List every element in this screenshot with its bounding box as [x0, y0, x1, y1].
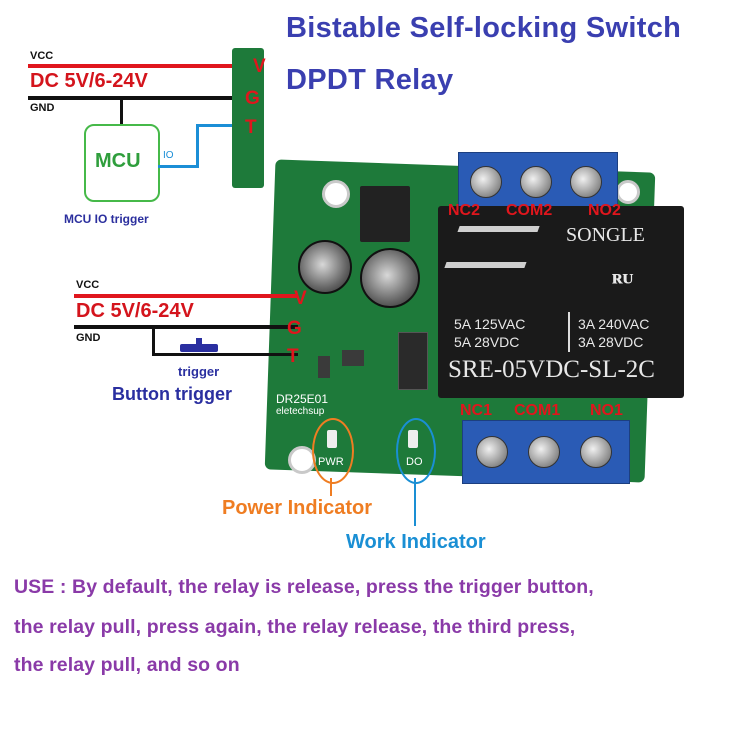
top-pin-g: G — [245, 88, 260, 109]
top-gnd-label: GND — [30, 102, 55, 114]
relay-body — [438, 206, 684, 398]
regulator-chip — [360, 186, 410, 242]
terminal-label-no2: NO2 — [588, 202, 621, 219]
bottom-vcc-wire — [74, 294, 298, 298]
smd-part — [318, 356, 330, 378]
top-dc-label: DC 5V/6-24V — [30, 70, 148, 92]
bottom-pin-g: G — [287, 318, 302, 339]
work-callout-line — [414, 478, 416, 526]
screw-terminal — [528, 436, 560, 468]
pwr-silk: PWR — [318, 456, 344, 468]
top-pin-v: V — [253, 56, 266, 77]
songle-logo — [444, 226, 540, 268]
mcu-gnd-wire — [120, 98, 123, 126]
mcu-box — [84, 124, 160, 202]
screw-terminal — [570, 166, 602, 198]
relay-spec-right-2: 3A 28VDC — [578, 334, 644, 350]
bottom-dc-label: DC 5V/6-24V — [76, 300, 194, 322]
board-model: DR25E01 — [276, 392, 329, 406]
button-wire-v — [152, 327, 155, 355]
terminal-label-nc2: NC2 — [448, 202, 481, 219]
pwr-led — [327, 430, 337, 448]
capacitor — [360, 248, 420, 308]
capacitor — [298, 240, 352, 294]
trigger-button-plunger — [196, 338, 202, 346]
screw-terminal — [580, 436, 612, 468]
relay-model: SRE-05VDC-SL-2C — [448, 356, 655, 383]
relay-spec-left-1: 5A 125VAC — [454, 316, 526, 332]
do-silk: DO — [406, 456, 423, 468]
io-label: IO — [163, 150, 174, 161]
top-vcc-wire — [28, 64, 250, 68]
bottom-vcc-label: VCC — [76, 279, 100, 291]
button-trigger-caption: Button trigger — [112, 384, 232, 404]
terminal-label-com1: COM1 — [514, 402, 561, 419]
power-callout-line — [330, 478, 332, 496]
title-line-1: Bistable Self-locking Switch — [286, 12, 682, 44]
bottom-gnd-label: GND — [76, 332, 101, 344]
work-indicator-label: Work Indicator — [346, 531, 486, 553]
mount-hole — [322, 180, 350, 208]
mcu-label: MCU — [95, 150, 141, 172]
mcu-caption: MCU IO trigger — [64, 212, 149, 226]
terminal-label-com2: COM2 — [506, 202, 553, 219]
mount-hole — [616, 180, 640, 204]
board-brand: eletechsup — [276, 406, 325, 417]
trigger-label: trigger — [178, 364, 220, 379]
bottom-pin-v: V — [294, 288, 307, 309]
usage-line-1: USE : By default, the relay is release, … — [14, 576, 594, 598]
top-gnd-wire — [28, 96, 250, 100]
do-led — [408, 430, 418, 448]
bottom-gnd-wire — [74, 325, 298, 329]
screw-terminal — [520, 166, 552, 198]
smd-part — [342, 350, 364, 366]
screw-terminal — [476, 436, 508, 468]
screw-terminal — [470, 166, 502, 198]
relay-spec-right-1: 3A 240VAC — [578, 316, 650, 332]
io-wire-h1 — [158, 165, 198, 168]
top-connector-board — [232, 48, 264, 188]
do-indicator-circle — [396, 418, 436, 484]
top-pin-t: T — [245, 117, 257, 138]
trigger-button-icon — [180, 344, 218, 352]
ul-mark-icon: ᴿᵁ — [612, 270, 634, 296]
io-wire-h2 — [196, 124, 250, 127]
relay-spec-divider — [568, 312, 570, 352]
top-vcc-label: VCC — [30, 50, 54, 62]
usage-line-2: the relay pull, press again, the relay r… — [14, 616, 576, 638]
terminal-label-no1: NO1 — [590, 402, 623, 419]
usage-line-3: the relay pull, and so on — [14, 654, 240, 676]
button-wire-h — [152, 353, 298, 356]
relay-brand: SONGLE — [566, 224, 645, 246]
pin-header — [398, 332, 428, 390]
relay-spec-left-2: 5A 28VDC — [454, 334, 520, 350]
terminal-label-nc1: NC1 — [460, 402, 493, 419]
title-line-2: DPDT Relay — [286, 64, 454, 96]
power-indicator-label: Power Indicator — [222, 497, 373, 519]
pwr-indicator-circle — [312, 418, 354, 484]
bottom-pin-t: T — [287, 346, 299, 367]
io-wire-v — [196, 124, 199, 168]
